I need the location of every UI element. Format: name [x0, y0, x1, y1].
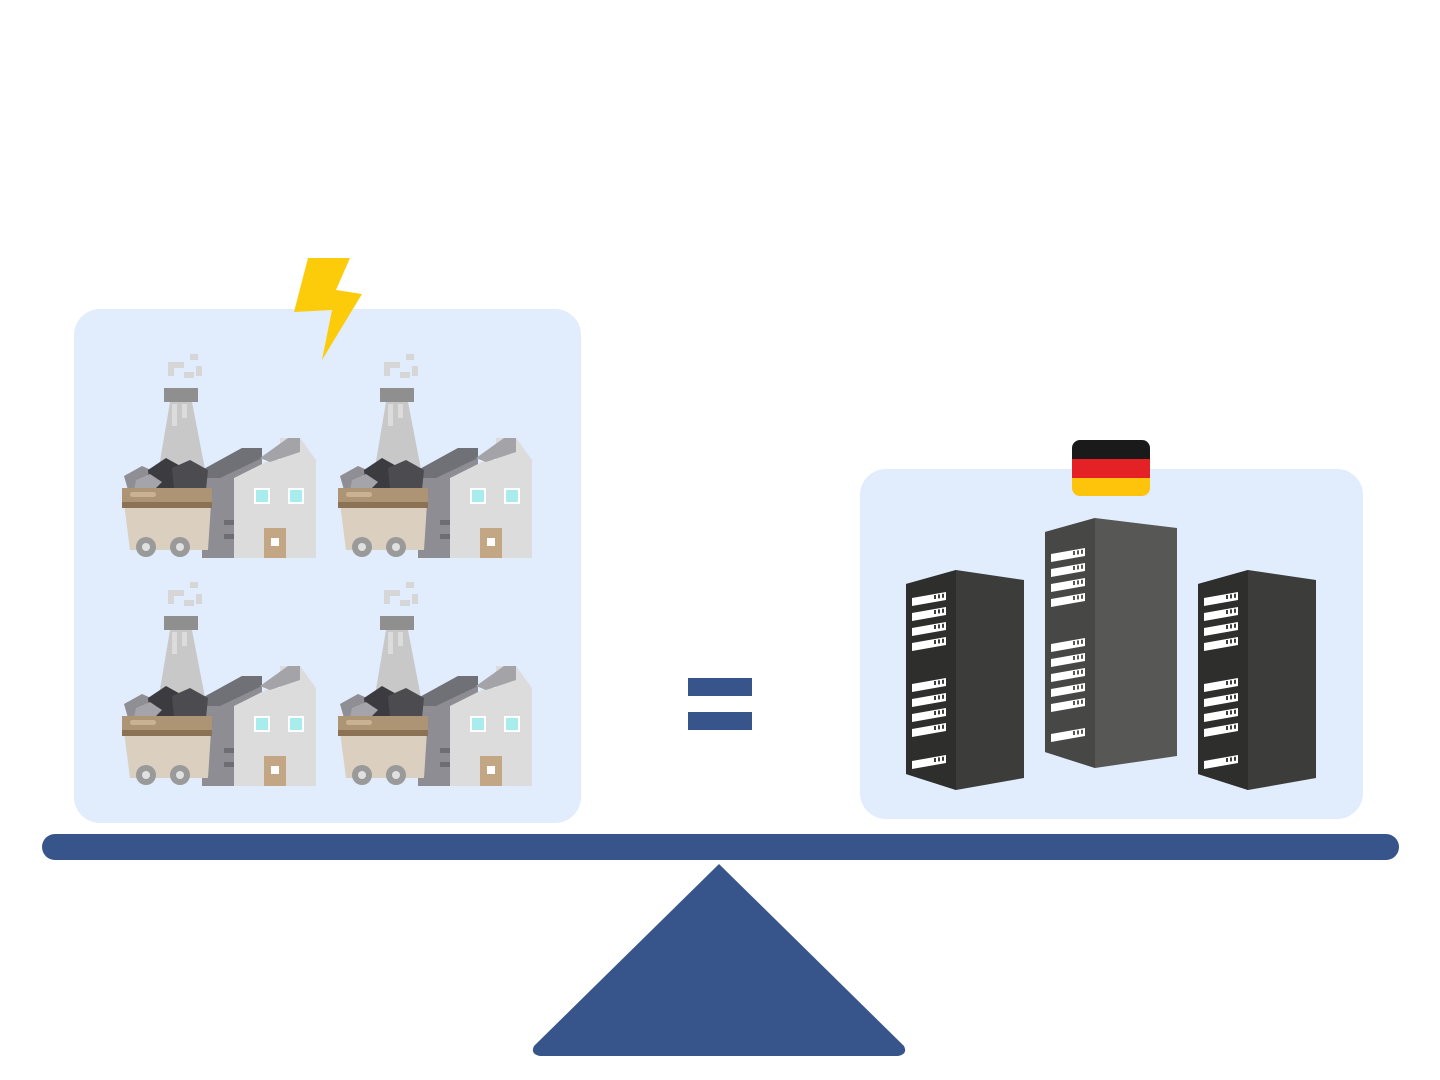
- bolt-shape: [294, 258, 362, 360]
- server-slot: [1204, 592, 1238, 606]
- server-rack-icon: [906, 570, 1024, 790]
- server-slot: [1204, 693, 1238, 707]
- server-slot: [912, 755, 946, 769]
- server-slot: [912, 678, 946, 692]
- server-slot: [912, 693, 946, 707]
- server-slot: [1051, 638, 1085, 652]
- server-racks-icon: [906, 518, 1316, 790]
- server-slot: [912, 708, 946, 722]
- server-slot: [912, 723, 946, 737]
- server-slot: [1051, 683, 1085, 697]
- server-rack-icon: [1198, 570, 1316, 790]
- balance-fulcrum: [532, 864, 906, 1056]
- server-rack-icon: [1045, 518, 1177, 768]
- server-slot: [1204, 622, 1238, 636]
- server-slot: [1204, 723, 1238, 737]
- server-slot: [1204, 678, 1238, 692]
- server-slot: [1051, 548, 1085, 562]
- server-slot: [1204, 708, 1238, 722]
- server-slot: [1051, 563, 1085, 577]
- germany-flag-icon: [1072, 440, 1150, 496]
- coal-power-plant-icon: [120, 350, 320, 560]
- equals-sign-icon: [688, 678, 752, 730]
- server-slot: [912, 607, 946, 621]
- coal-power-plant-icon: [120, 578, 320, 788]
- coal-power-plant-icon: [336, 578, 536, 788]
- server-slot: [1204, 637, 1238, 651]
- server-slot: [1051, 653, 1085, 667]
- balance-beam: [42, 834, 1399, 860]
- server-slot: [1051, 668, 1085, 682]
- server-slot: [1051, 698, 1085, 712]
- server-slot: [1204, 755, 1238, 769]
- server-slot: [912, 637, 946, 651]
- lightning-bolt-icon: [294, 258, 362, 360]
- server-slot: [1204, 607, 1238, 621]
- server-slot: [912, 622, 946, 636]
- server-slot: [1051, 578, 1085, 592]
- server-slot: [1051, 593, 1085, 607]
- server-slot: [912, 592, 946, 606]
- server-slot: [1051, 728, 1085, 742]
- coal-power-plant-icon: [336, 350, 536, 560]
